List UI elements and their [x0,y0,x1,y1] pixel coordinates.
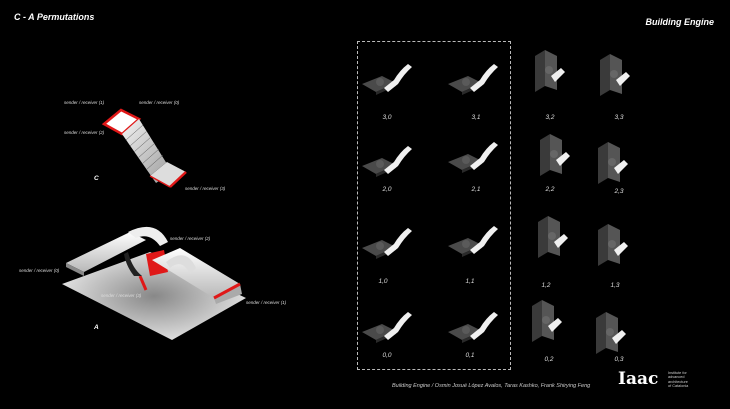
c-label-1: sender / receiver (1) [64,100,105,105]
c-label-3: sender / receiver (3) [185,186,226,191]
cell-1-2: 1,2 [541,282,551,289]
cell-1-1: 1,1 [465,278,475,285]
cell-2-1: 2,1 [471,186,481,193]
cell-0-2: 0,2 [544,356,554,363]
a-label-3: sender / receiver (3) [101,293,142,298]
logo-text-line: of Catalonia [668,384,689,389]
cell-0-1: 0,1 [465,352,475,359]
cell-2-3: 2,3 [614,188,624,195]
cell-1-0: 1,0 [378,278,388,285]
logo-mark: Iaac [618,369,659,389]
selection-box [357,41,511,370]
c-label-2: sender / receiver (2) [64,130,105,135]
cell-1-3: 1,3 [610,282,620,289]
a-label-1: sender / receiver (1) [246,300,287,305]
cell-3-0: 3,0 [382,114,392,121]
page-title: C - A Permutations [14,12,95,22]
cell-0-0: 0,0 [382,352,392,359]
cell-3-2: 3,2 [545,114,555,121]
a-label-2: sender / receiver (2) [170,236,211,241]
c-letter: C [94,175,99,182]
logo-text-line: advanced [668,375,685,380]
a-label-0: sender / receiver (0) [19,268,60,273]
a-letter: A [94,324,99,331]
cell-2-2: 2,2 [545,186,555,193]
c-label-0: sender / receiver (0) [139,100,180,105]
logo-text: Institute for advanced architecture of C… [668,371,688,389]
engine-label: Building Engine [645,17,715,27]
cell-2-0: 2,0 [382,186,392,193]
logo-text-line: architecture [668,379,688,384]
cell-3-3: 3,3 [614,114,624,121]
cell-0-3: 0,3 [614,356,624,363]
logo-text-line: Institute for [668,371,687,375]
iaac-logo: Iaac Institute for advanced architecture… [618,369,698,395]
cell-3-1: 3,1 [471,114,481,121]
credits: Building Engine / Osmin Josué López Aval… [392,383,591,389]
